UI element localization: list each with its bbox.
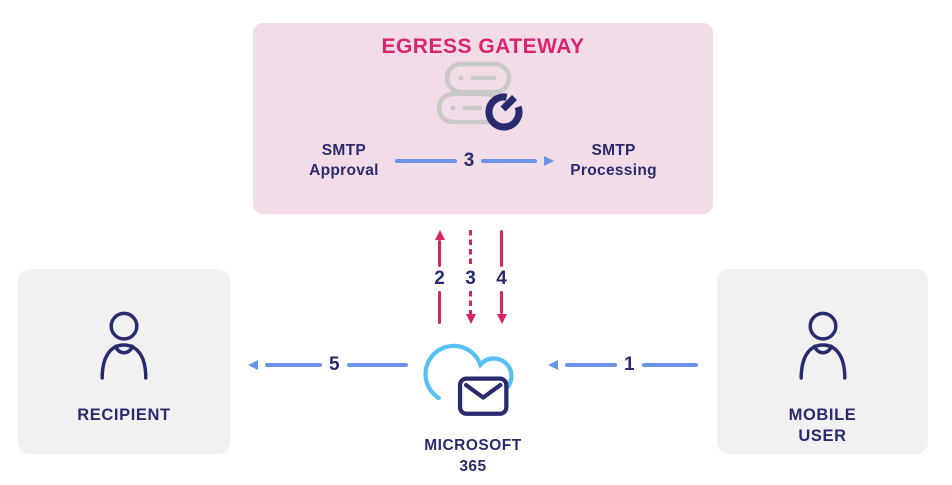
arrow-line <box>565 363 617 367</box>
step5-arrow: 5 <box>248 354 408 376</box>
egress-gateway-box: EGRESS GATEWAY SMTP Approval <box>253 23 713 214</box>
gateway-title: EGRESS GATEWAY <box>381 35 585 58</box>
step3-internal-arrow: 3 <box>394 150 555 172</box>
step3-internal-number: 3 <box>463 150 475 172</box>
recipient-card: RECIPIENT <box>18 269 230 454</box>
envelope-icon <box>457 376 509 416</box>
smtp-flow-row: SMTP Approval 3 SMTP Processing <box>309 141 657 181</box>
arrowhead-down-icon <box>496 314 507 324</box>
arrow-line <box>394 159 457 164</box>
arrow-dashed-line <box>468 291 473 314</box>
arrow-line <box>481 159 538 164</box>
step2-arrow: 2 <box>424 230 455 324</box>
egress-power-icon <box>485 93 523 131</box>
arrow-line <box>641 363 698 367</box>
gateway-icon <box>430 61 536 139</box>
server-with-egress-power-icon <box>436 61 523 131</box>
step1-number: 1 <box>624 354 635 375</box>
gateway-m365-arrows: 2 3 4 <box>424 230 517 324</box>
arrowhead-down-icon <box>465 314 476 324</box>
step3-number: 3 <box>465 268 476 289</box>
arrowhead-right-icon <box>544 156 555 167</box>
arrowhead-up-icon <box>434 230 445 240</box>
arrowhead-left-icon <box>548 360 558 370</box>
mobile-user-label: MOBILE USER <box>788 406 857 446</box>
arrow-line <box>265 363 322 367</box>
recipient-label: RECIPIENT <box>77 406 171 424</box>
step2-number: 2 <box>434 268 445 289</box>
arrow-line <box>346 363 408 367</box>
arrow-line <box>437 291 442 324</box>
smtp-processing-label: SMTP Processing <box>570 142 657 180</box>
microsoft365-node: MICROSOFT 365 <box>407 335 539 478</box>
mobile-user-card: MOBILE USER <box>717 269 928 454</box>
microsoft365-label: MICROSOFT 365 <box>424 437 522 475</box>
person-icon <box>798 311 847 380</box>
step4-arrow: 4 <box>486 230 517 324</box>
step5-number: 5 <box>329 354 340 375</box>
arrow-line <box>499 230 504 267</box>
cloud-mail-icon <box>423 343 514 416</box>
arrow-line <box>499 291 504 314</box>
step4-number: 4 <box>496 268 507 289</box>
smtp-approval-label: SMTP Approval <box>309 142 379 180</box>
arrowhead-left-icon <box>248 360 258 370</box>
arrow-dashed-line <box>468 230 473 267</box>
step1-arrow: 1 <box>548 354 698 376</box>
step3-arrow: 3 <box>455 230 486 324</box>
arrow-line <box>437 240 442 267</box>
person-icon <box>100 311 148 380</box>
cloud-icon <box>423 343 514 401</box>
